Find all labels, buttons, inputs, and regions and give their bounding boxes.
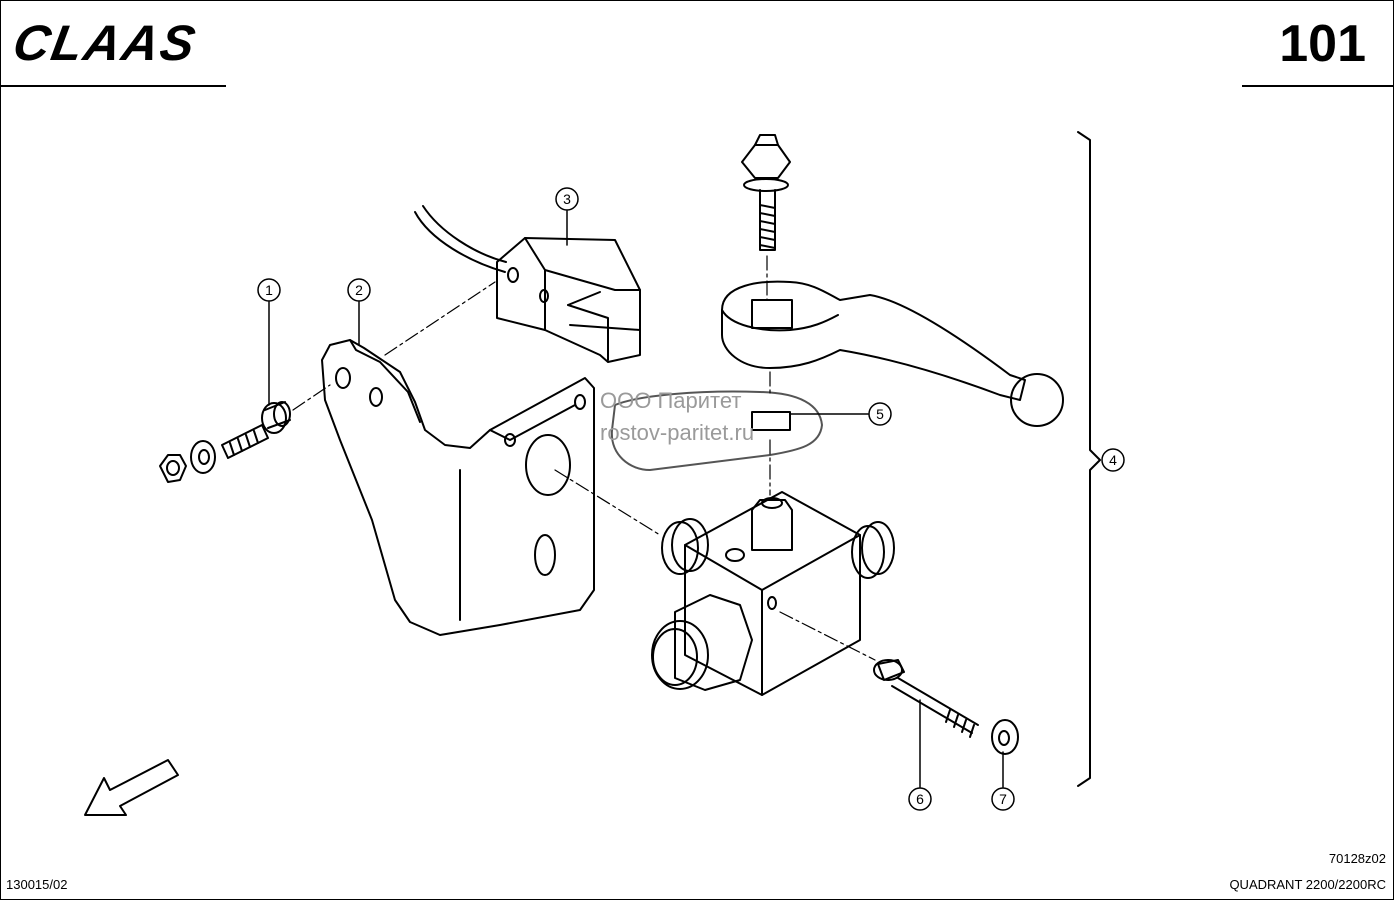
callout-6: 6 <box>908 787 932 811</box>
cable <box>414 205 507 273</box>
svg-text:5: 5 <box>876 406 884 422</box>
washer-1 <box>190 440 216 474</box>
nut-1 <box>159 454 187 483</box>
callout-7: 7 <box>991 787 1015 811</box>
assembly-brace <box>1077 131 1101 787</box>
drawing-number: 70128z02 <box>1328 851 1386 866</box>
washer-7 <box>991 719 1019 755</box>
footer-code: 130015/02 <box>6 877 68 892</box>
svg-text:4: 4 <box>1109 452 1117 468</box>
assembly-lines <box>292 255 876 661</box>
bolt-6 <box>873 659 979 738</box>
model-name: QUADRANT 2200/2200RC <box>1229 877 1386 892</box>
svg-text:1: 1 <box>265 282 273 298</box>
callout-5: 5 <box>868 402 892 426</box>
handle-bolt <box>741 134 791 251</box>
svg-text:2: 2 <box>355 282 363 298</box>
handle-lever <box>721 280 1064 427</box>
sensor-block <box>496 237 641 363</box>
header-rule-left <box>0 85 226 87</box>
gasket <box>610 390 823 471</box>
callout-1: 1 <box>257 278 281 302</box>
callout-leaders <box>268 210 1004 788</box>
callout-3: 3 <box>555 187 579 211</box>
svg-text:6: 6 <box>916 791 924 807</box>
bolt-1 <box>221 401 291 459</box>
watermark: ООО Паритет rostov-paritet.ru <box>600 385 754 449</box>
page-number: 101 <box>1279 15 1366 73</box>
header-rule-right <box>1242 85 1394 87</box>
svg-text:7: 7 <box>999 791 1007 807</box>
watermark-line-2: rostov-paritet.ru <box>600 420 755 445</box>
watermark-line-1: ООО Паритет <box>600 388 742 413</box>
callout-2: 2 <box>347 278 371 302</box>
bracket <box>321 339 595 636</box>
valve-body <box>651 491 895 696</box>
callout-4: 4 <box>1101 448 1125 472</box>
svg-text:3: 3 <box>563 191 571 207</box>
direction-arrow-icon <box>84 759 179 816</box>
